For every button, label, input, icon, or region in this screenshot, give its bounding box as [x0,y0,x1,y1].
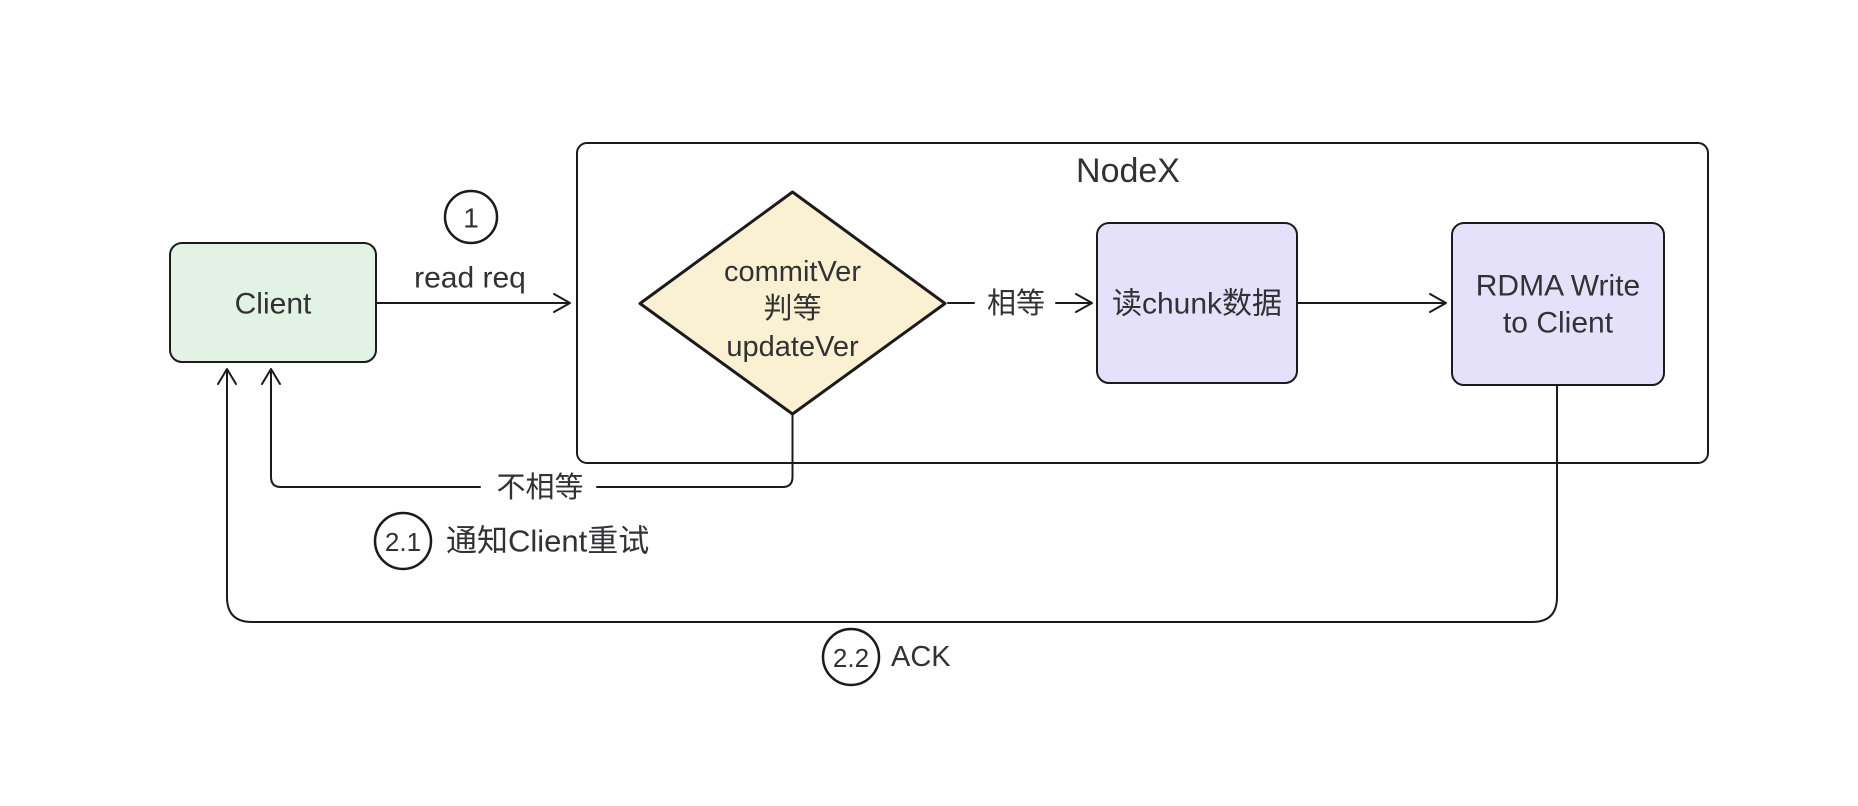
diagram-shapes [169,142,1709,687]
decision-label-line2: 判等 [763,292,821,325]
client-node [169,242,377,363]
step-2-2-badge-label: 2.2 [833,643,869,673]
step-1-badge [443,189,499,245]
read-chunk-label: 读chunk数据 [1112,288,1282,321]
step-1-badge-label: 1 [463,203,479,234]
step-2-1-badge-label: 2.1 [385,527,421,557]
client-label: Client [235,288,312,321]
step-2-1-badge [373,511,433,571]
ack-label: ACK [891,641,951,673]
nodex-title: NodeX [1076,152,1180,190]
nodex-container [576,142,1709,464]
equal-label: 相等 [987,287,1045,320]
chunk-to-rdma-arrowhead-icon [1429,293,1447,313]
retry-label: 通知Client重试 [446,524,649,559]
not-equal-edge [270,369,794,488]
not-equal-label: 不相等 [496,471,583,504]
read-req-arrowhead-icon [553,293,571,313]
step-2-2-badge [821,627,881,687]
rdma-write-node [1451,222,1665,386]
decision-label-line3: updateVer [726,331,859,363]
equal-arrowhead-icon [1075,293,1093,313]
rdma-write-label-line1: RDMA Write [1476,270,1640,303]
ack-edge [226,369,1558,623]
diagram-labels: NodeX Client commitVer 判等 updateVer 读chu… [235,152,1641,673]
read-req-label: read req [414,262,526,295]
rdma-write-label-line2: to Client [1503,307,1614,340]
decision-label-line1: commitVer [724,256,861,288]
ack-arrowhead-icon [217,368,237,385]
not-equal-arrowhead-icon [261,368,281,385]
